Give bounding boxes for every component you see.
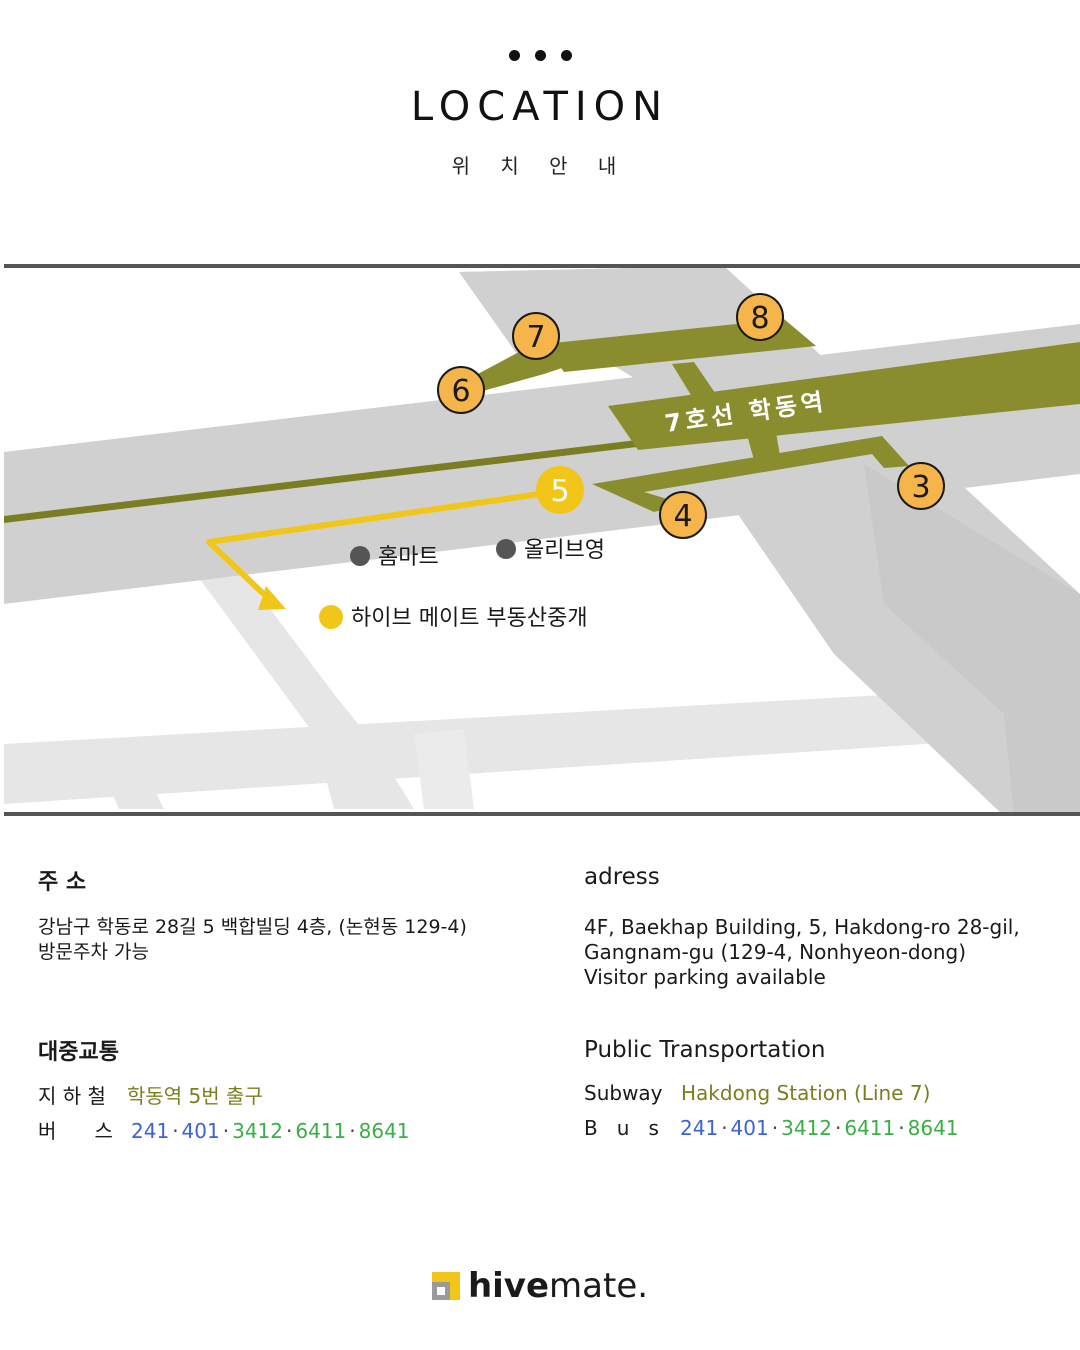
exit-7-label: 7 bbox=[526, 320, 545, 355]
exit-6-label: 6 bbox=[451, 374, 470, 409]
en-address: 4F, Baekhap Building, 5, Hakdong-ro 28-g… bbox=[584, 915, 1020, 989]
logo-icon bbox=[431, 1272, 460, 1300]
office-location-icon bbox=[319, 605, 343, 629]
landmark-homemart: 홈마트 bbox=[350, 539, 439, 571]
kr-transport-heading: 대중교통 bbox=[38, 1040, 119, 1065]
map-border-bottom bbox=[4, 812, 1080, 816]
exit-5-label: 5 bbox=[550, 474, 569, 509]
en-address-heading: adress bbox=[584, 864, 660, 890]
landmark-oliveyoung: 올리브영 bbox=[496, 532, 605, 564]
kr-address-heading: 주 소 bbox=[38, 870, 87, 895]
landmark-dot-icon bbox=[496, 539, 516, 559]
landmark-dot-icon bbox=[350, 546, 370, 566]
location-map[interactable]: 7 8 6 3 4 5 7호선 학동역 홈마트 올리브영 하이브 메이트 부동산… bbox=[4, 264, 1080, 816]
exit-3-label: 3 bbox=[911, 470, 930, 505]
map-border-top bbox=[4, 264, 1080, 268]
en-transport-heading: Public Transportation bbox=[584, 1037, 826, 1063]
page-subtitle: 위 치 안 내 bbox=[451, 154, 629, 178]
landmark-office: 하이브 메이트 부동산중개 bbox=[319, 600, 588, 632]
hivemate-logo: hivemate. bbox=[0, 1266, 1080, 1306]
map-canvas: 7 8 6 3 4 5 7호선 학동역 bbox=[4, 264, 1080, 816]
exit-8-label: 8 bbox=[750, 301, 769, 336]
exit-4-label: 4 bbox=[673, 499, 692, 534]
kr-address: 강남구 학동로 28길 5 백합빌딩 4층, (논현동 129-4) 방문주차 … bbox=[38, 916, 467, 963]
decorative-dots bbox=[0, 50, 1080, 61]
page-title: LOCATION bbox=[410, 84, 670, 130]
